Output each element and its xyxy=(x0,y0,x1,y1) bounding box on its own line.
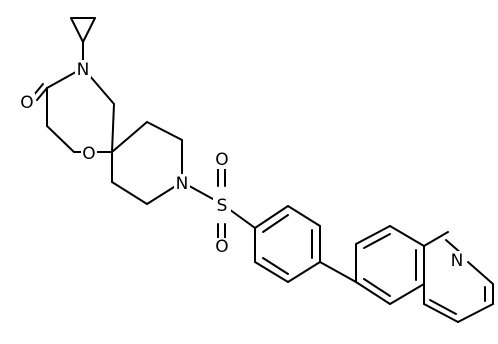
atom-label-o-ring: O xyxy=(82,144,95,164)
bond xyxy=(111,121,148,153)
bond xyxy=(355,225,391,245)
bond xyxy=(363,233,391,249)
bond xyxy=(46,125,75,153)
bond xyxy=(111,181,148,205)
atom-label-n-piperidine: N xyxy=(176,174,189,194)
bond xyxy=(457,303,494,323)
atom-label-o-sulfonyl-top: O xyxy=(215,150,228,170)
atom-label-n-quinoline: N xyxy=(451,251,464,271)
bond xyxy=(70,17,84,43)
bonds xyxy=(32,17,494,323)
atom-label-o-sulfonyl-bottom: O xyxy=(215,237,228,257)
bond xyxy=(262,257,289,275)
bond xyxy=(82,17,96,43)
bond xyxy=(254,205,289,229)
bond xyxy=(111,103,115,153)
atom-label-n-lactam: N xyxy=(77,60,90,80)
bond xyxy=(389,225,425,247)
bond xyxy=(254,261,289,283)
bond xyxy=(467,261,494,285)
bond xyxy=(355,281,391,305)
bond xyxy=(287,205,321,227)
atom-label-o-carbonyl: O xyxy=(20,93,33,113)
atom-labels: N O O N S O O N xyxy=(19,60,465,271)
bond xyxy=(423,231,449,247)
bond xyxy=(262,214,289,233)
bond xyxy=(363,278,391,297)
atom-label-s-sulfonyl: S xyxy=(217,196,228,216)
bond xyxy=(36,87,48,101)
bond xyxy=(429,299,457,315)
bond xyxy=(423,303,459,323)
bond xyxy=(146,121,183,141)
bond xyxy=(287,261,321,283)
bond xyxy=(389,283,425,305)
bond xyxy=(319,261,357,283)
